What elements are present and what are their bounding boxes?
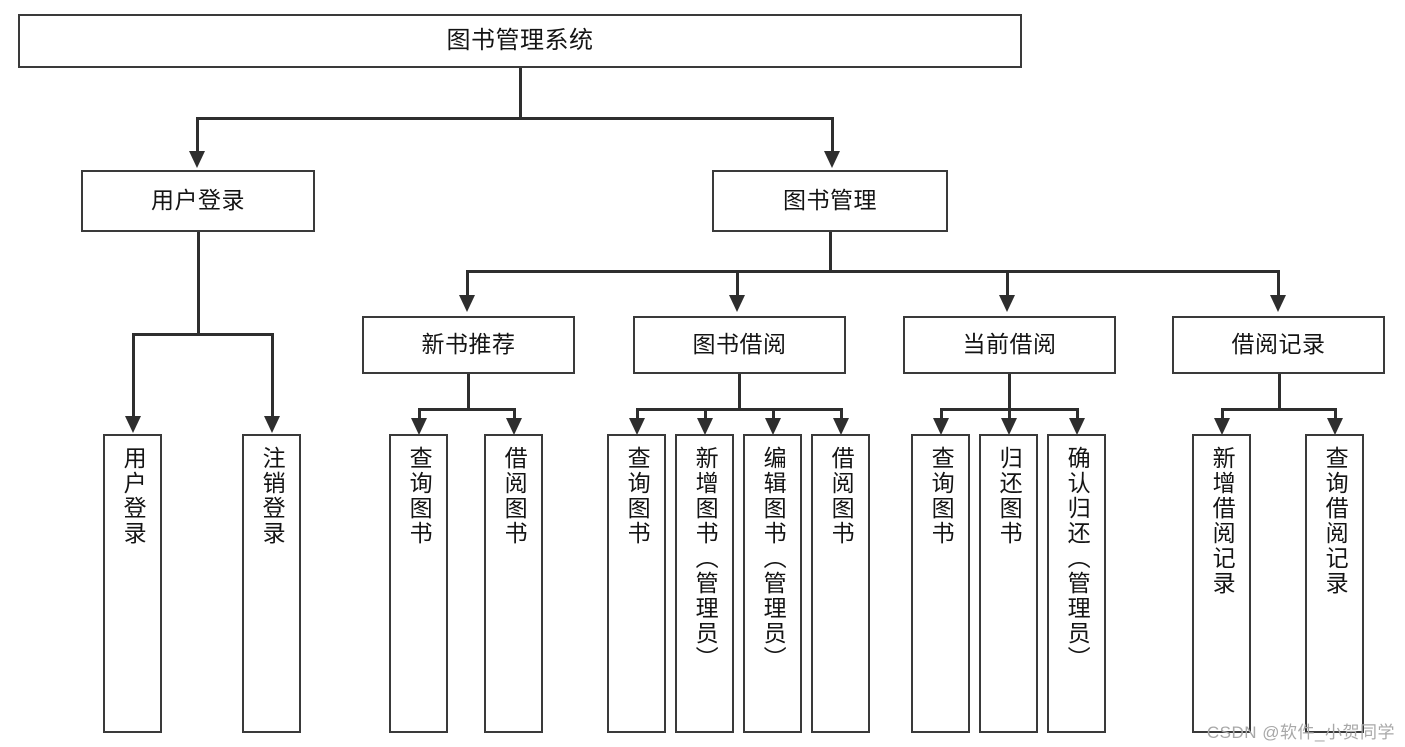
connector-drop-user-login	[196, 117, 199, 153]
connector-drop-book-manage	[831, 117, 834, 153]
node-leaf-add-book[interactable]: 新增图书（管理员）	[675, 434, 734, 733]
arrowhead-borrow-book-1	[506, 418, 522, 435]
node-label: 图书管理系统	[446, 26, 594, 54]
arrowhead-borrow-book-2	[833, 418, 849, 435]
node-label: 用户登录	[151, 187, 245, 214]
connector-drop-confirm-return	[1076, 408, 1079, 420]
node-label: 图书管理	[783, 187, 877, 214]
connector-new-book-rec-stem	[467, 374, 470, 409]
connector-user-login-stem	[197, 232, 200, 334]
arrowhead-confirm-return	[1069, 418, 1085, 435]
node-leaf-borrow-book-rec[interactable]: 借阅图书	[484, 434, 543, 733]
node-label: 图书借阅	[692, 331, 787, 358]
node-label: 注销登录	[259, 446, 286, 546]
node-label: 查询图书	[406, 446, 433, 546]
connector-borrow-record-stem	[1278, 374, 1281, 409]
connector-drop-borrow-record	[1277, 270, 1280, 297]
arrowhead-borrow-record	[1270, 295, 1286, 312]
node-current-borrow[interactable]: 当前借阅	[903, 316, 1116, 374]
connector-drop-return-book	[1008, 408, 1011, 420]
node-label: 借阅记录	[1231, 331, 1326, 358]
node-label: 确认归还（管理员）	[1064, 446, 1091, 671]
node-leaf-add-borrow-record[interactable]: 新增借阅记录	[1192, 434, 1251, 733]
csdn-watermark: CSDN @软件_小贺同学	[1206, 723, 1395, 742]
arrowhead-edit-book	[765, 418, 781, 435]
node-leaf-query-book-borrow[interactable]: 查询图书	[607, 434, 666, 733]
node-label: 新书推荐	[421, 331, 516, 358]
connector-level1-bus	[197, 117, 833, 120]
connector-drop-add-record	[1221, 408, 1224, 420]
connector-book-manage-stem	[829, 232, 832, 272]
connector-drop-new-book-rec	[466, 270, 469, 297]
arrowhead-add-book	[697, 418, 713, 435]
connector-drop-query-book-3	[940, 408, 943, 420]
node-label: 查询借阅记录	[1322, 446, 1349, 596]
arrowhead-query-book-2	[629, 418, 645, 435]
connector-drop-book-borrow	[736, 270, 739, 297]
arrowhead-add-record	[1214, 418, 1230, 435]
connector-drop-query-record	[1334, 408, 1337, 420]
arrowhead-book-manage	[824, 151, 840, 168]
connector-drop-query-book-1	[418, 408, 421, 420]
arrowhead-query-book-1	[411, 418, 427, 435]
connector-new-book-rec-bus	[419, 408, 515, 411]
connector-drop-add-book	[704, 408, 707, 420]
connector-book-borrow-stem	[738, 374, 741, 409]
node-leaf-query-book-rec[interactable]: 查询图书	[389, 434, 448, 733]
node-label: 新增图书（管理员）	[692, 446, 719, 671]
arrowhead-query-record	[1327, 418, 1343, 435]
node-leaf-confirm-return[interactable]: 确认归还（管理员）	[1047, 434, 1106, 733]
node-leaf-borrow-book-borrow[interactable]: 借阅图书	[811, 434, 870, 733]
node-leaf-query-borrow-record[interactable]: 查询借阅记录	[1305, 434, 1364, 733]
node-label: 查询图书	[928, 446, 955, 546]
node-label: 当前借阅	[962, 331, 1057, 358]
connector-borrow-record-bus	[1222, 408, 1336, 411]
arrowhead-user-login	[189, 151, 205, 168]
node-leaf-user-logout[interactable]: 注销登录	[242, 434, 301, 733]
node-book-borrow[interactable]: 图书借阅	[633, 316, 846, 374]
node-leaf-edit-book[interactable]: 编辑图书（管理员）	[743, 434, 802, 733]
arrowhead-query-book-3	[933, 418, 949, 435]
arrowhead-book-borrow	[729, 295, 745, 312]
node-leaf-query-book-current[interactable]: 查询图书	[911, 434, 970, 733]
node-label: 用户登录	[120, 446, 147, 546]
node-user-login[interactable]: 用户登录	[81, 170, 315, 232]
node-borrow-record[interactable]: 借阅记录	[1172, 316, 1385, 374]
connector-drop-edit-book	[772, 408, 775, 420]
node-book-management[interactable]: 图书管理	[712, 170, 948, 232]
node-new-book-recommend[interactable]: 新书推荐	[362, 316, 575, 374]
connector-book-borrow-bus	[637, 408, 842, 411]
connector-drop-leaf-user-login	[132, 333, 135, 418]
connector-user-login-bus	[133, 333, 273, 336]
node-label: 归还图书	[996, 446, 1023, 546]
node-leaf-return-book[interactable]: 归还图书	[979, 434, 1038, 733]
arrowhead-leaf-user-login	[125, 416, 141, 433]
connector-drop-borrow-book-2	[840, 408, 843, 420]
connector-level2-bus	[467, 270, 1279, 273]
arrowhead-new-book-rec	[459, 295, 475, 312]
connector-drop-leaf-user-logout	[271, 333, 274, 418]
node-label: 新增借阅记录	[1209, 446, 1236, 596]
node-label: 借阅图书	[828, 446, 855, 546]
connector-root-stem	[519, 68, 522, 118]
node-root-book-management-system[interactable]: 图书管理系统	[18, 14, 1022, 68]
arrowhead-return-book	[1001, 418, 1017, 435]
node-label: 编辑图书（管理员）	[760, 446, 787, 671]
connector-drop-borrow-book-1	[513, 408, 516, 420]
arrowhead-leaf-user-logout	[264, 416, 280, 433]
connector-drop-current-borrow	[1006, 270, 1009, 297]
node-label: 借阅图书	[501, 446, 528, 546]
node-leaf-user-login[interactable]: 用户登录	[103, 434, 162, 733]
connector-current-borrow-stem	[1008, 374, 1011, 409]
node-label: 查询图书	[624, 446, 651, 546]
arrowhead-current-borrow	[999, 295, 1015, 312]
connector-drop-query-book-2	[636, 408, 639, 420]
